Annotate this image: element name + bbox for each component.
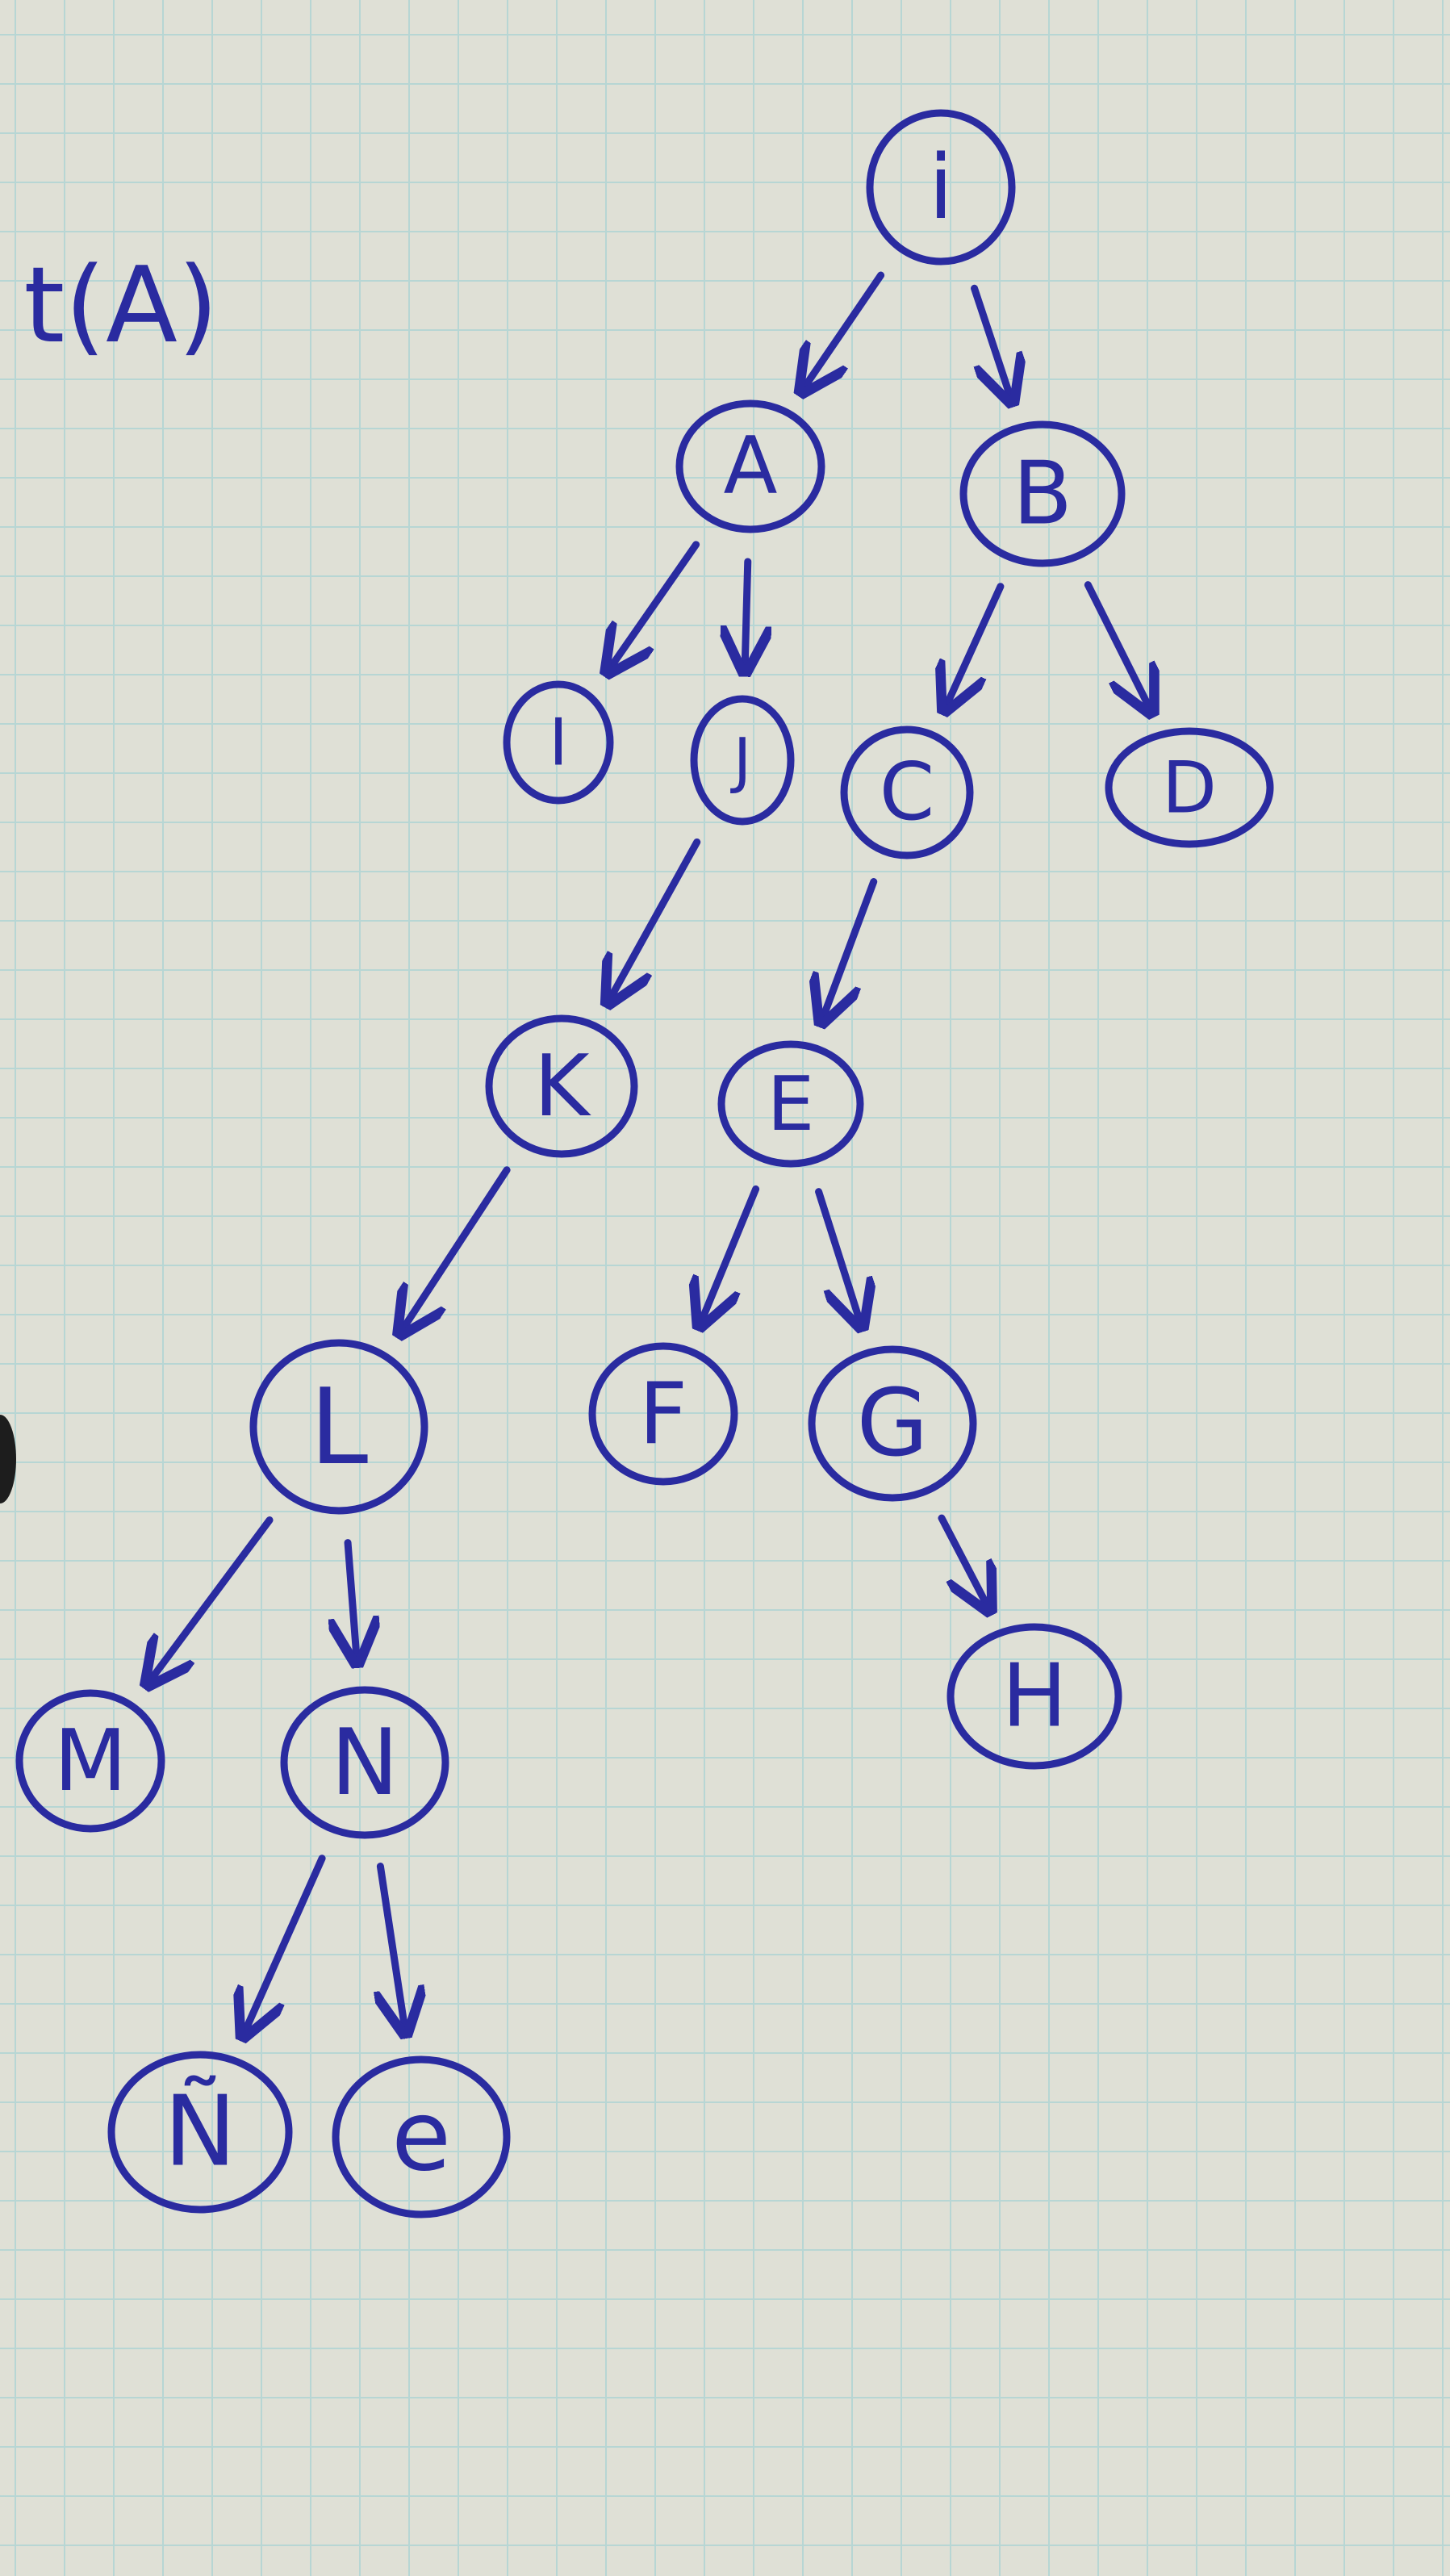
node-label: E — [767, 1060, 815, 1148]
node-label: F — [639, 1365, 687, 1463]
node-circle — [717, 1040, 864, 1168]
edge-N-to-e — [380, 1863, 404, 2029]
node-C: C — [840, 726, 974, 859]
edge-L-to-M — [150, 1516, 274, 1681]
node-M: M — [15, 1689, 165, 1833]
edges-layer — [150, 271, 1150, 2032]
edge-B-to-D — [1084, 581, 1149, 709]
edge-A-to-I — [610, 541, 700, 668]
node-root: i — [866, 109, 1016, 266]
node-circle — [485, 1014, 638, 1158]
partial-header-text: t(A) — [23, 244, 218, 366]
node-label: C — [880, 746, 934, 838]
node-circle — [675, 399, 825, 533]
node-label: i — [929, 136, 954, 239]
edge-E-to-G — [815, 1188, 860, 1323]
edge-N-to-Ntilde — [244, 1855, 326, 2032]
node-I: I — [503, 680, 614, 805]
node-circle — [588, 1342, 738, 1486]
node-label: J — [730, 725, 751, 796]
node-circle — [690, 695, 795, 826]
node-circle — [503, 680, 614, 805]
node-label: K — [534, 1037, 592, 1135]
node-label: I — [549, 705, 568, 780]
edge-B-to-C — [946, 583, 1005, 706]
node-F: F — [588, 1342, 738, 1486]
edge-root-to-A — [804, 271, 885, 387]
node-K: K — [485, 1014, 638, 1158]
edge-E-to-F — [701, 1185, 760, 1321]
node-circle — [946, 1623, 1122, 1770]
node-A: A — [675, 399, 825, 533]
node-circle — [249, 1339, 428, 1515]
node-circle — [840, 726, 974, 859]
node-circle — [808, 1345, 977, 1502]
node-L: L — [249, 1339, 428, 1515]
node-circle — [332, 2055, 511, 2218]
node-label: Ñ — [164, 2076, 236, 2189]
edge-A-to-J — [745, 558, 748, 667]
node-label: N — [331, 1709, 399, 1816]
node-Ntilde: Ñ — [107, 2051, 293, 2214]
node-N: N — [280, 1686, 449, 1839]
node-e: e — [332, 2055, 511, 2218]
node-label: B — [1013, 444, 1072, 545]
node-circle — [1105, 727, 1274, 848]
edge-C-to-E — [823, 878, 878, 1018]
node-E: E — [717, 1040, 864, 1168]
edge-L-to-N — [348, 1539, 357, 1658]
node-D: D — [1105, 727, 1274, 848]
node-circle — [866, 109, 1016, 266]
node-label: H — [1001, 1646, 1067, 1747]
node-label: M — [54, 1712, 127, 1810]
node-circle — [15, 1689, 165, 1833]
node-H: H — [946, 1623, 1122, 1770]
node-circle — [280, 1686, 449, 1839]
node-B: B — [959, 420, 1126, 567]
node-label: A — [723, 420, 777, 512]
edge-J-to-K — [610, 838, 701, 998]
node-label: D — [1162, 746, 1217, 830]
node-circle — [107, 2051, 293, 2214]
node-G: G — [808, 1345, 977, 1502]
edge-G-to-H — [938, 1514, 988, 1606]
node-circle — [959, 420, 1126, 567]
node-label: e — [391, 2081, 451, 2193]
node-label: L — [310, 1365, 368, 1488]
node-label: G — [856, 1370, 928, 1478]
edge-root-to-B — [971, 284, 1011, 397]
node-J: J — [690, 695, 795, 826]
edge-K-to-L — [403, 1166, 511, 1330]
binder-hole — [0, 1415, 16, 1503]
